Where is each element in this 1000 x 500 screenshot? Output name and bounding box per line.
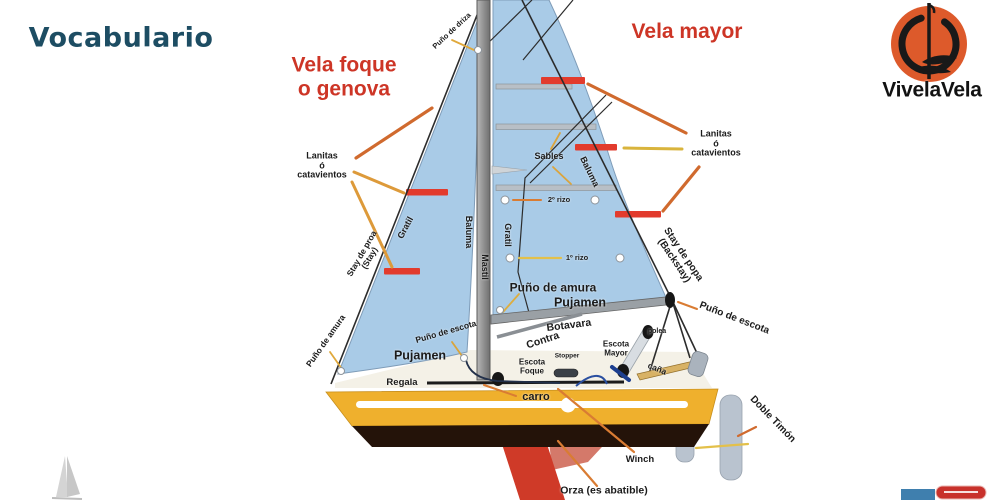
label-pujamen-main: Pujamen: [553, 295, 607, 310]
main-sheet-rope: [575, 375, 608, 387]
label-baluma-jib: Baluma: [463, 215, 474, 249]
label-mastil: Mastil: [479, 254, 490, 280]
label-carro: carro: [522, 391, 550, 404]
label-gratil-main: Gratil: [502, 223, 513, 247]
label-stopper: Stopper: [554, 352, 580, 360]
vang-rod: [496, 312, 583, 339]
deck: [335, 350, 712, 388]
hull-bottom: [352, 424, 709, 447]
rudder-large: [719, 394, 743, 481]
jib-sheet-rope: [465, 359, 561, 384]
pointer-lines: [329, 39, 758, 488]
porthole: [560, 397, 576, 413]
spreader: [491, 165, 528, 175]
page-title: Vocabulario: [28, 22, 214, 54]
mast: [476, 0, 491, 381]
jib-sail-title: Vela foque o genova: [291, 53, 397, 100]
label-lanitas-left: Lanitas ó catavientos: [297, 150, 347, 180]
logo-wordmark: VivelaVela: [882, 78, 982, 102]
main-sail-title: Vela mayor: [631, 20, 743, 44]
blue-cleat: [610, 365, 631, 382]
label-sables: Sables: [534, 151, 564, 162]
label-winch: Winch: [625, 453, 655, 465]
sailboat-watermark: [51, 456, 83, 500]
label-escota-mayor: Escota Mayor: [602, 339, 630, 357]
corner-watermark: [901, 485, 987, 500]
label-puno-amura-main: Puño de amura: [509, 280, 597, 295]
label-escota-foque: Escota Foque: [518, 357, 546, 375]
boom: [490, 296, 667, 325]
vivelavela-logo-icon: [891, 3, 967, 82]
stopper-block: [553, 368, 579, 378]
label-regala: Regala: [386, 376, 418, 388]
label-rizo1: 1º rizo: [565, 252, 589, 262]
hull-stripe: [356, 401, 688, 408]
sail-point-dots: [337, 46, 625, 375]
label-pujamen-jib: Pujamen: [393, 348, 447, 363]
label-polea: polea: [647, 328, 667, 336]
stern-fitting: [687, 351, 709, 377]
label-lanitas-right: Lanitas ó catavientos: [691, 128, 741, 158]
label-orza: Orza (es abatible): [560, 484, 648, 497]
keel-orza: [500, 438, 565, 500]
label-rizo2: 2º rizo: [547, 194, 571, 204]
forestay-line: [330, 0, 484, 385]
